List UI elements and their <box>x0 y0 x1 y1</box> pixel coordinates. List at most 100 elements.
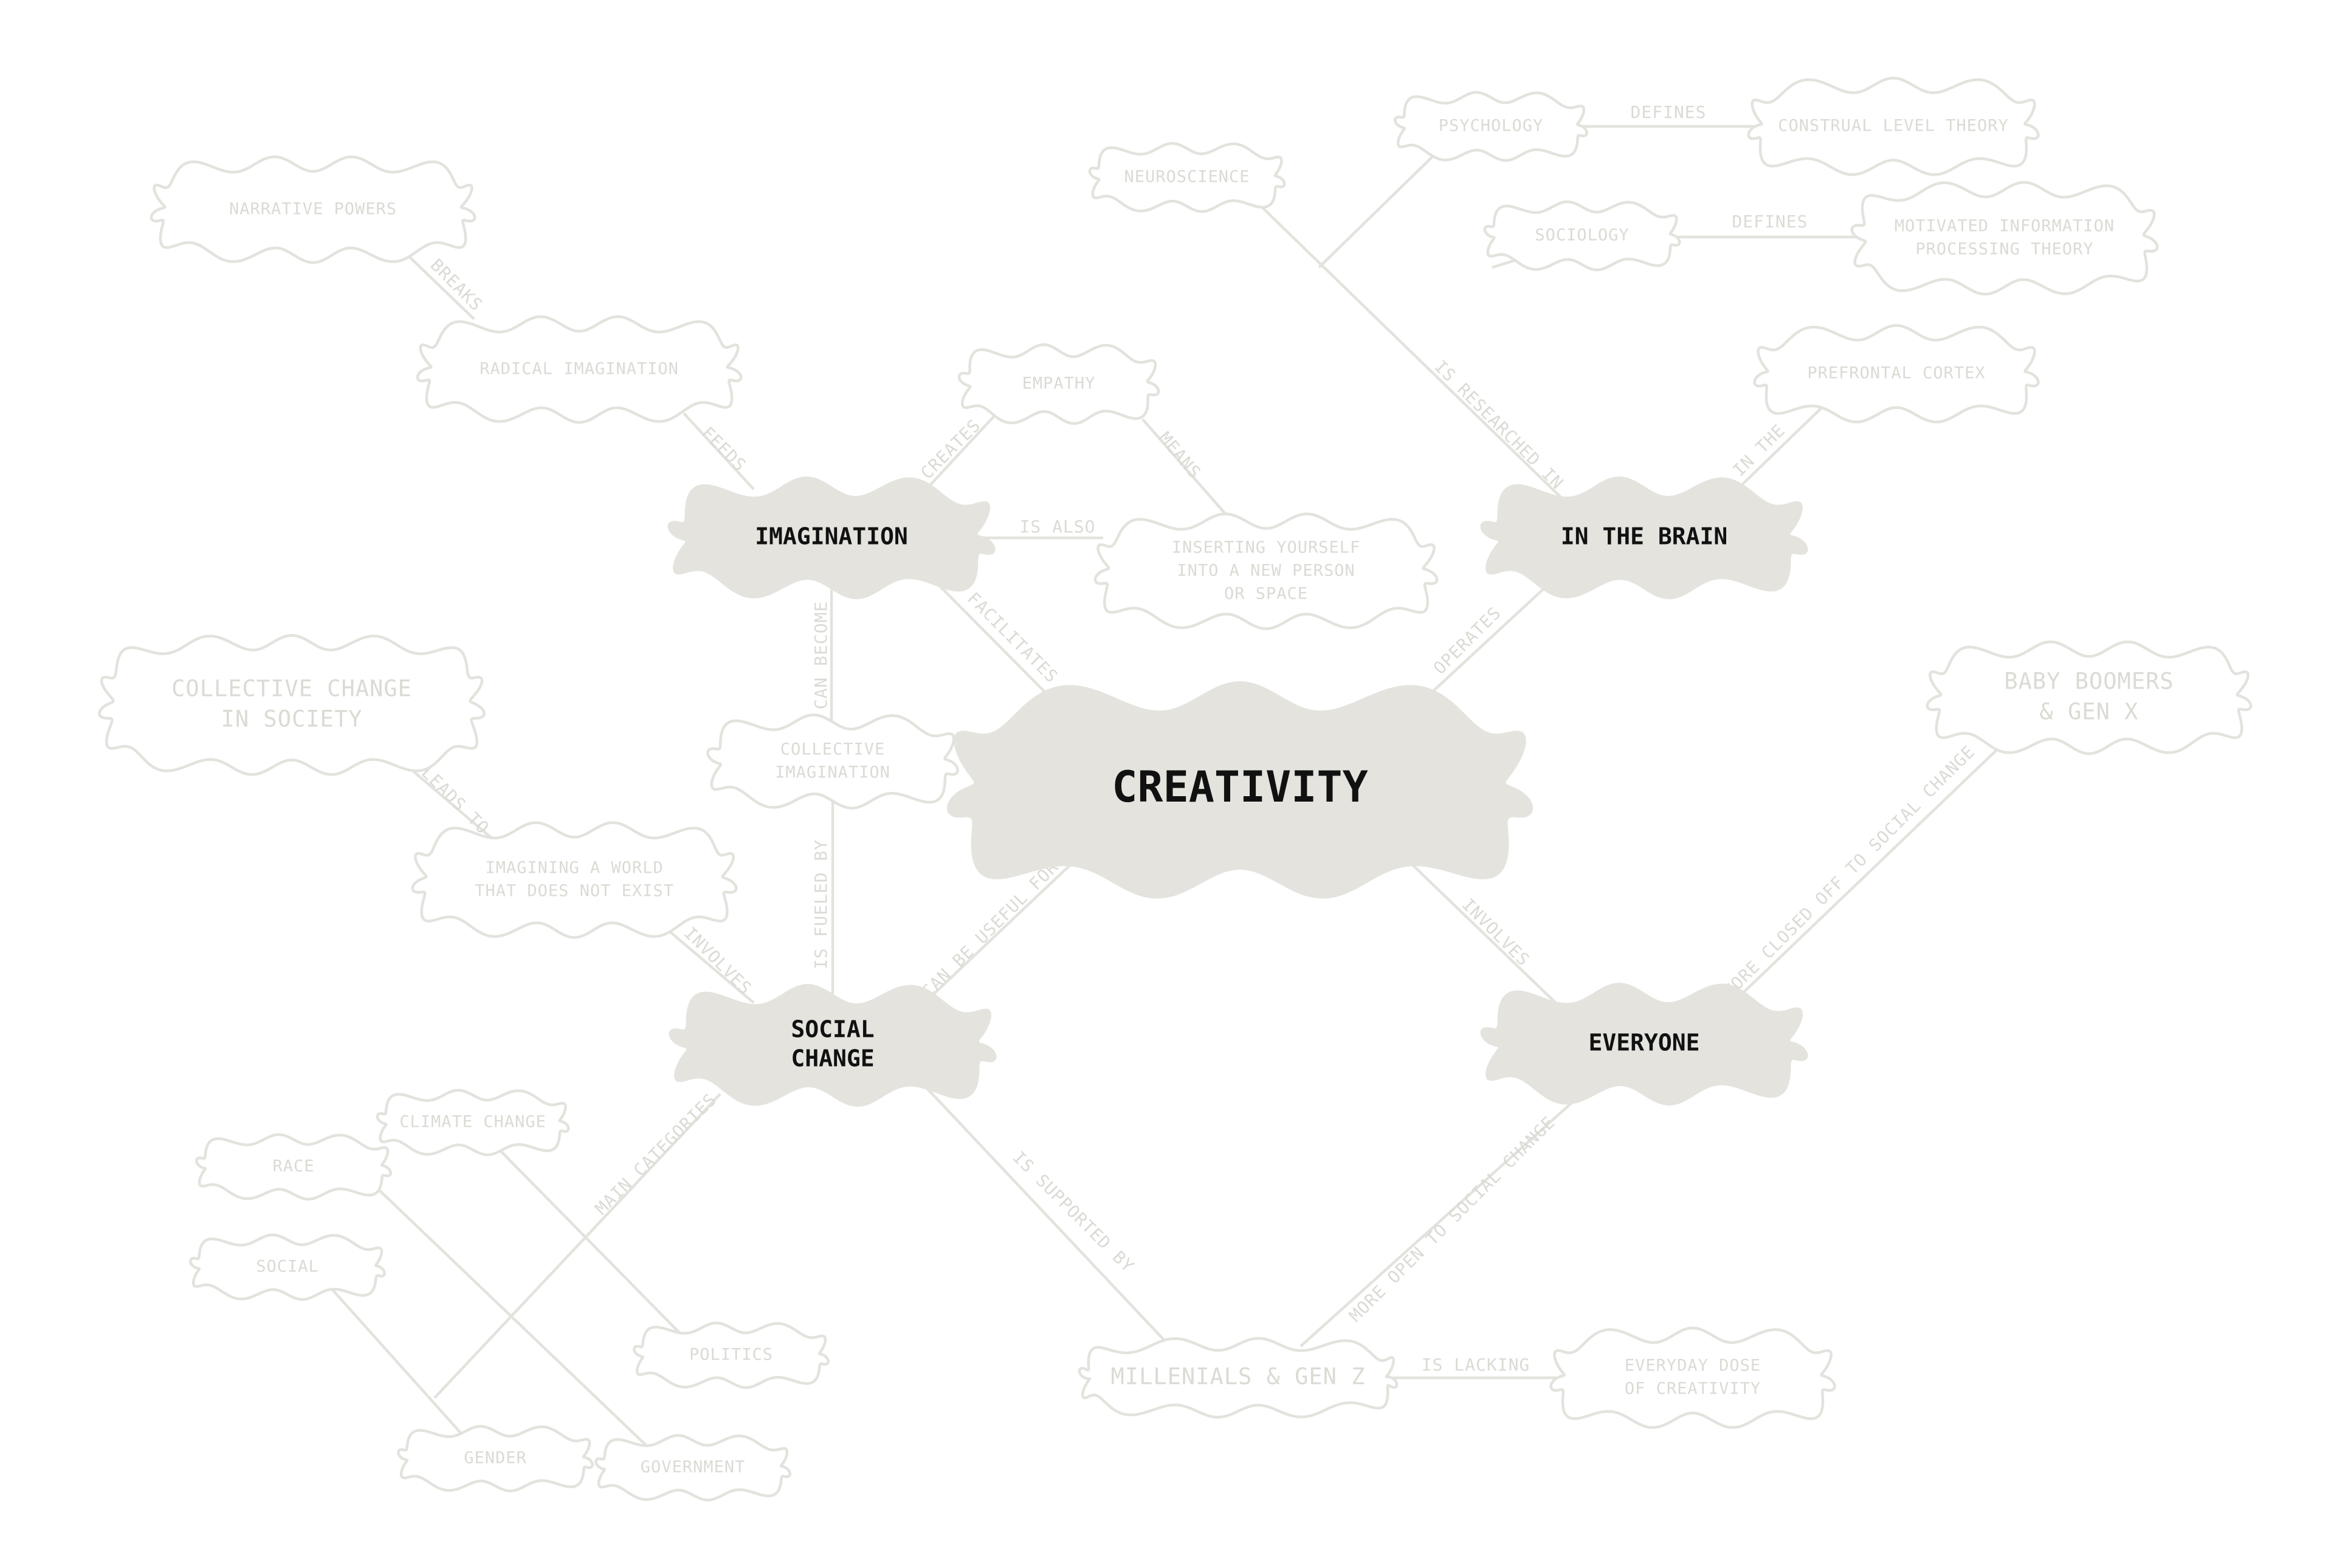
edge-label-feeds: FEEDS <box>698 423 750 475</box>
edge-label-is-lacking: IS LACKING <box>1422 1355 1530 1375</box>
edge-label-involves-world: INVOLVES <box>680 923 756 999</box>
cloud-shape <box>1480 476 1808 599</box>
connector-line <box>1722 734 2013 1013</box>
connector-line <box>1141 418 1229 518</box>
cloud-shape <box>411 821 738 939</box>
node-label: OR SPACE <box>1224 585 1308 603</box>
node-label: COLLECTIVE <box>780 740 886 759</box>
node-label: BABY BOOMERS <box>2004 669 2174 695</box>
cloud-shape <box>1549 1326 1836 1429</box>
node-label: PROCESSING THEORY <box>1915 240 2093 259</box>
node-label: & GEN X <box>2040 699 2139 725</box>
node-label: PREFRONTAL CORTEX <box>1807 364 1985 383</box>
node-millenials[interactable]: MILLENIALS & GEN Z <box>1078 1336 1399 1419</box>
edge-label-more-closed-off: MORE CLOSED OFF TO SOCIAL CHANGE <box>1719 741 1978 1001</box>
cloud-shape <box>397 1425 594 1493</box>
node-label: EVERYDAY DOSE <box>1625 1357 1761 1375</box>
node-label: GOVERNMENT <box>641 1458 746 1477</box>
connectors <box>330 125 2013 1448</box>
node-gender[interactable]: GENDER <box>397 1425 594 1493</box>
edge-label-is-fueled-by: IS FUELED BY <box>811 839 831 969</box>
cloud-shape <box>1480 983 1808 1106</box>
edge-label-is-researched-in: IS RESEARCHED IN <box>1430 356 1567 493</box>
cloud-shape <box>98 634 486 776</box>
node-label: SOCIAL <box>256 1257 319 1276</box>
node-inserting-yourself[interactable]: INSERTING YOURSELF INTO A NEW PERSON OR SP… <box>1093 512 1439 630</box>
node-construal-level-theory[interactable]: CONSTRUAL LEVEL THEORY <box>1747 77 2040 176</box>
edge-label-creates: CREATES <box>917 415 985 483</box>
node-government[interactable]: GOVERNMENT <box>594 1434 791 1502</box>
node-in-the-brain[interactable]: IN THE BRAIN <box>1480 476 1808 599</box>
node-label: IMAGINATION <box>775 763 890 782</box>
node-label: CLIMATE CHANGE <box>399 1113 546 1132</box>
node-race[interactable]: RACE <box>195 1133 392 1201</box>
node-label: SOCIAL <box>791 1016 874 1043</box>
node-label: IN SOCIETY <box>221 706 363 732</box>
edge-label-is-also: IS ALSO <box>1019 517 1095 537</box>
connector-line <box>683 412 755 490</box>
edge-label-in-the: IN THE <box>1729 420 1789 480</box>
edge-label-breaks: BREAKS <box>427 255 487 315</box>
cloud-shape <box>946 681 1534 899</box>
cloud-shape <box>416 315 743 424</box>
node-label: MILLENIALS & GEN Z <box>1111 1364 1366 1390</box>
node-psychology[interactable]: PSYCHOLOGY <box>1394 91 1588 162</box>
node-politics[interactable]: POLITICS <box>633 1321 830 1389</box>
node-motivated-information[interactable]: MOTIVATED INFORMATION PROCESSING THEORY <box>1850 181 2159 296</box>
node-collective-imagination[interactable]: COLLECTIVE IMAGINATION <box>706 714 959 810</box>
cloud-shape <box>594 1434 791 1502</box>
node-sociology[interactable]: SOCIOLOGY <box>1483 200 1681 272</box>
connector-line <box>491 1141 682 1335</box>
cloud-shape <box>1483 200 1681 272</box>
node-label: NEUROSCIENCE <box>1124 168 1250 187</box>
cloud-shape <box>150 155 477 264</box>
connector-line <box>914 853 1083 1013</box>
connector-line <box>1254 199 1566 503</box>
node-label: INTO A NEW PERSON <box>1177 562 1355 580</box>
node-label: POLITICS <box>689 1346 773 1364</box>
node-label: IN THE BRAIN <box>1561 523 1728 550</box>
node-label: NARRATIVE POWERS <box>229 200 397 219</box>
node-empathy[interactable]: EMPATHY <box>957 343 1160 425</box>
edge-label-main-categories: MAIN CATEGORIES <box>591 1090 721 1219</box>
node-radical-imagination[interactable]: RADICAL IMAGINATION <box>416 315 743 424</box>
node-collective-change[interactable]: COLLECTIVE CHANGE IN SOCIETY <box>98 634 486 776</box>
node-label: PSYCHOLOGY <box>1439 117 1544 136</box>
cloud-shape <box>706 714 959 810</box>
cloud-shape <box>376 1088 570 1157</box>
node-creativity[interactable]: CREATIVITY <box>946 681 1534 899</box>
cloud-shape <box>1078 1336 1399 1419</box>
node-label: EMPATHY <box>1022 374 1096 393</box>
node-baby-boomers[interactable]: BABY BOOMERS & GEN X <box>1926 640 2253 755</box>
node-label: INSERTING YOURSELF <box>1172 538 1361 557</box>
node-label: COLLECTIVE CHANGE <box>171 676 412 702</box>
node-everyone[interactable]: EVERYONE <box>1480 983 1808 1106</box>
cloud-shape <box>669 984 997 1107</box>
connector-line <box>920 1081 1168 1344</box>
cloud-shape <box>1753 324 2040 424</box>
node-prefrontal-cortex[interactable]: PREFRONTAL CORTEX <box>1753 324 2040 424</box>
edge-label-involves-everyone: INVOLVES <box>1458 895 1534 970</box>
edge-label-facilitates: FACILITATES <box>963 588 1062 687</box>
cloud-shape <box>195 1133 392 1201</box>
node-label: MOTIVATED INFORMATION <box>1895 217 2115 236</box>
connector-line <box>370 1181 649 1448</box>
connector-line <box>917 412 998 500</box>
node-neuroscience[interactable]: NEUROSCIENCE <box>1088 142 1286 213</box>
node-label: IMAGINATION <box>755 523 908 550</box>
node-narrative-powers[interactable]: NARRATIVE POWERS <box>150 155 477 264</box>
cloud-shape <box>633 1321 830 1389</box>
node-climate-change[interactable]: CLIMATE CHANGE <box>376 1088 570 1157</box>
edge-label-can-become: CAN BECOME <box>811 601 831 710</box>
edge-label-defines-soc: DEFINES <box>1732 211 1808 232</box>
cloud-shape <box>667 476 996 599</box>
node-label: CHANGE <box>791 1045 874 1072</box>
node-imagination[interactable]: IMAGINATION <box>667 476 996 599</box>
connector-line <box>1318 145 1445 269</box>
node-social[interactable]: SOCIAL <box>189 1233 386 1301</box>
